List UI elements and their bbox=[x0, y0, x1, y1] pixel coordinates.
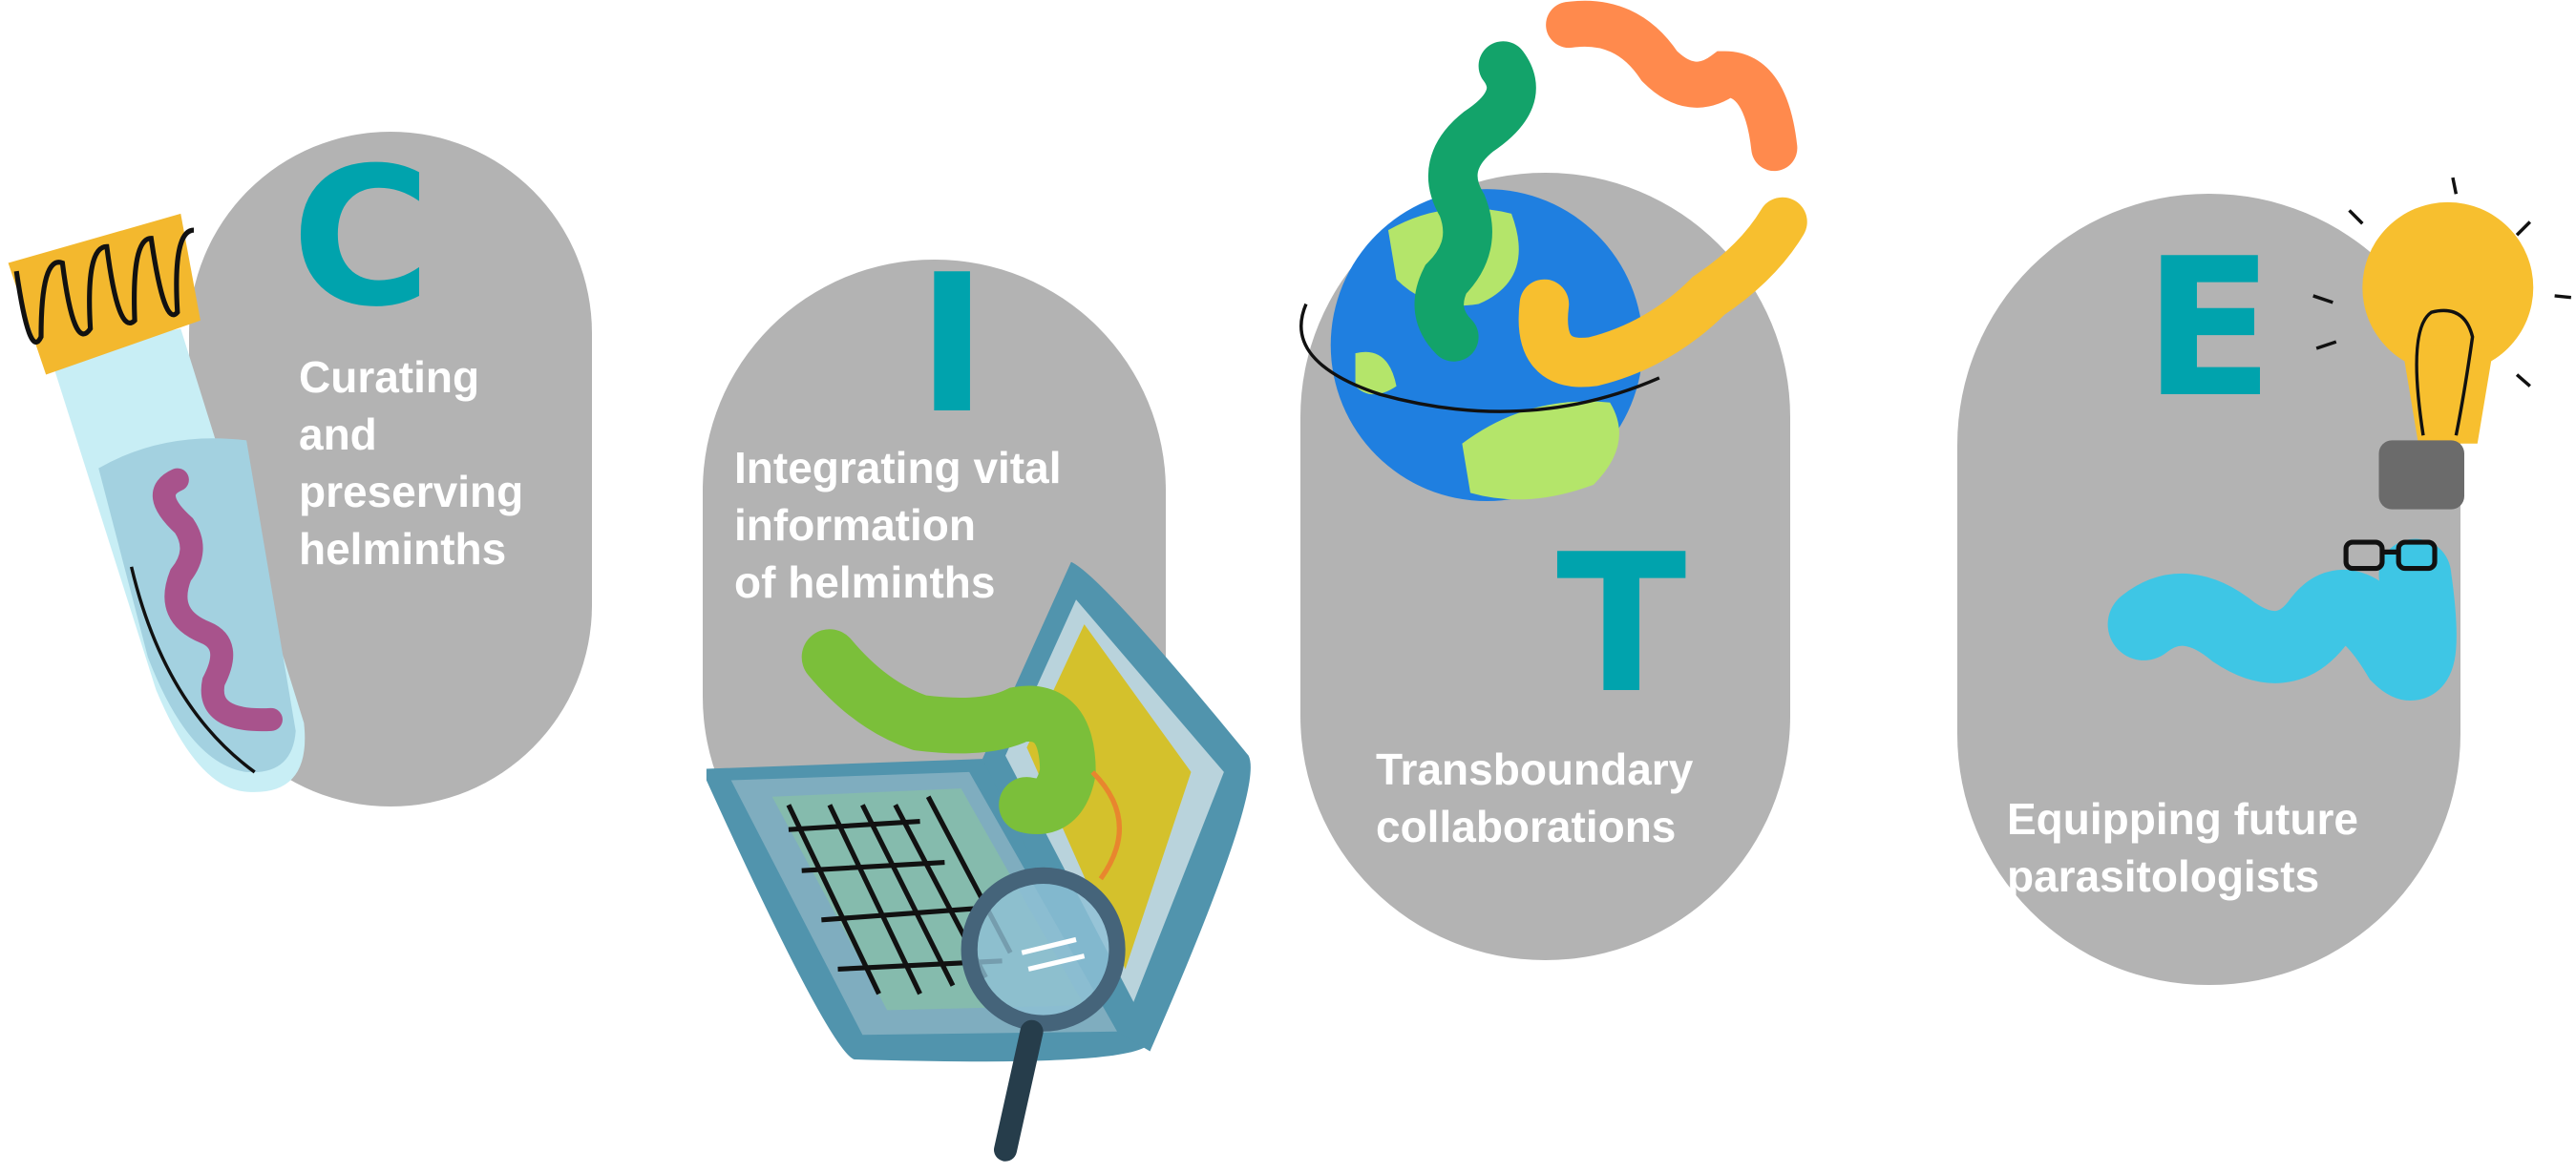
laptop-magnifier-icon bbox=[706, 561, 1251, 1162]
pillar-e-letter: E bbox=[2143, 218, 2274, 440]
pillar-i-letter: I bbox=[917, 234, 988, 456]
globe-worms-icon bbox=[1299, 0, 1807, 502]
pillar-c-letter: C bbox=[291, 127, 432, 349]
test-tube-worm-icon bbox=[8, 213, 306, 792]
pillar-i-text: Integrating vital information of helmint… bbox=[734, 443, 1062, 607]
pillar-e-text: Equipping future parasitologists bbox=[2007, 794, 2358, 901]
pillar-t-letter: T bbox=[1556, 513, 1687, 736]
lightbulb-worm-icon bbox=[2107, 177, 2572, 701]
pillar-t-text: Transboundary collaborations bbox=[1376, 744, 1694, 851]
pillar-c-text: Curating and preserving helminths bbox=[299, 352, 524, 574]
